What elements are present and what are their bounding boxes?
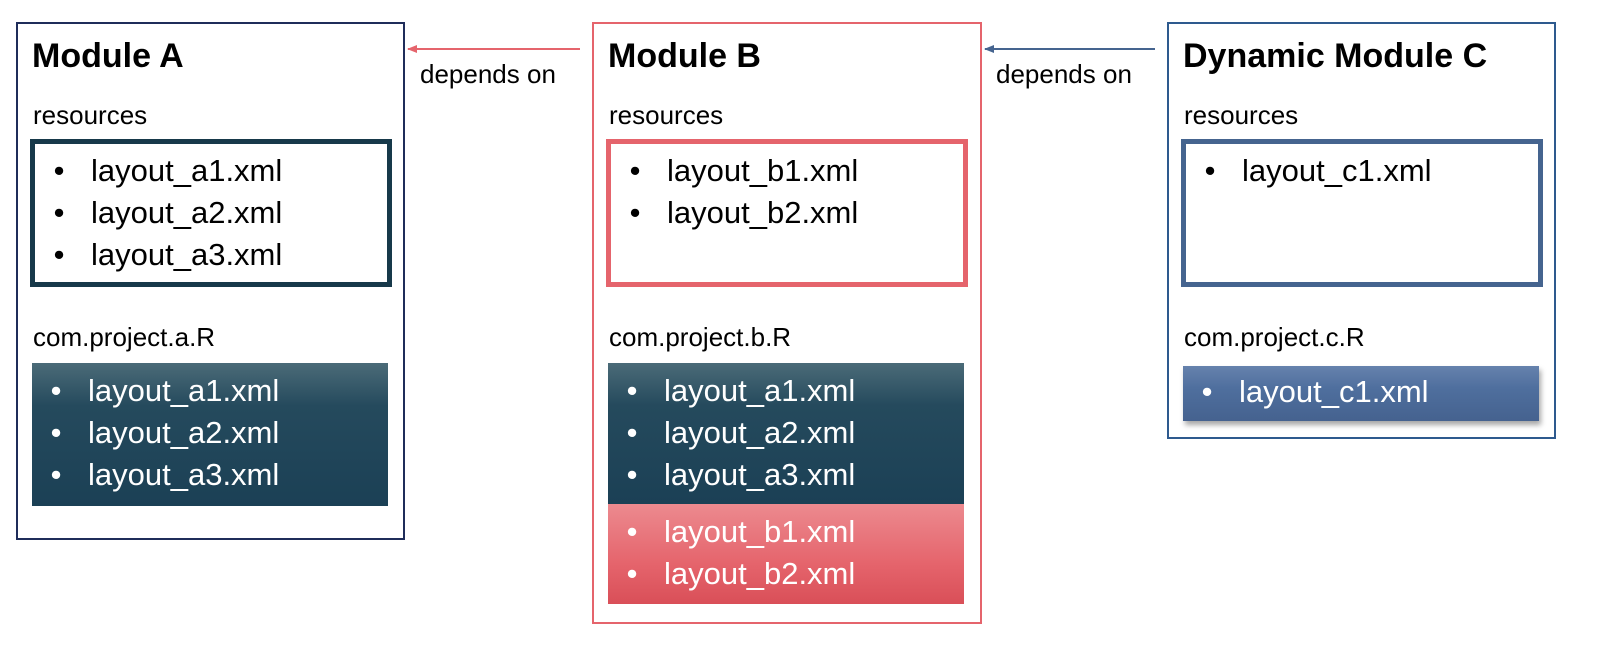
list-item-label: layout_a3.xml (88, 457, 280, 492)
bullet-icon: • (53, 195, 65, 230)
list-item: • layout_a1.xml (608, 370, 964, 412)
module-a-resources-box: • layout_a1.xml • layout_a2.xml • layout_a3.x… (30, 139, 392, 287)
list-item: • layout_b1.xml (608, 511, 964, 553)
list-item-label: layout_b1.xml (667, 153, 859, 188)
list-item: • layout_a3.xml (32, 454, 388, 496)
bullet-icon: • (1204, 153, 1216, 188)
bullet-icon: • (53, 153, 65, 188)
module-c-r-class-label: com.project.c.R (1184, 322, 1365, 352)
module-a-resources-list: • layout_a1.xml • layout_a2.xml • layout_a3.x… (35, 144, 387, 276)
list-item: • layout_a1.xml (32, 370, 388, 412)
module-b-r-own-block: • layout_b1.xml • layout_b2.xml (608, 504, 964, 604)
bullet-icon: • (50, 415, 62, 450)
bullet-icon: • (50, 457, 62, 492)
module-a-r-class-label: com.project.a.R (33, 322, 216, 352)
module-a-resources-label: resources (33, 100, 148, 130)
list-item-label: layout_c1.xml (1242, 153, 1432, 188)
bullet-icon: • (626, 556, 638, 591)
module-a-title: Module A (32, 37, 184, 75)
module-b-r-inherited-list: • layout_a1.xml • layout_a2.xml • layout_a3.x… (608, 363, 964, 496)
module-b-resources-label: resources (609, 100, 724, 130)
list-item: • layout_a2.xml (608, 412, 964, 454)
bullet-icon: • (50, 373, 62, 408)
module-b-resources-list: • layout_b1.xml • layout_b2.xml (611, 144, 963, 234)
list-item: • layout_c1.xml (1186, 150, 1538, 192)
list-item-label: layout_a3.xml (91, 237, 283, 272)
list-item: • layout_a1.xml (35, 150, 387, 192)
module-c-resources-list: • layout_c1.xml (1186, 144, 1538, 192)
list-item: • layout_b2.xml (611, 192, 963, 234)
module-a-r-list: • layout_a1.xml • layout_a2.xml • layout_a3.x… (32, 363, 388, 496)
module-b-r-own-list: • layout_b1.xml • layout_b2.xml (608, 504, 964, 595)
module-c-resources-box: • layout_c1.xml (1181, 139, 1543, 287)
bullet-icon: • (626, 373, 638, 408)
module-c-r-own-block: • layout_c1.xml (1183, 366, 1539, 421)
bullet-icon: • (53, 237, 65, 272)
module-a: Module A resources • layout_a1.xml • layout… (16, 22, 405, 540)
list-item-label: layout_a1.xml (664, 373, 856, 408)
list-item: • layout_a2.xml (35, 192, 387, 234)
bullet-icon: • (629, 153, 641, 188)
list-item: • layout_a3.xml (35, 234, 387, 276)
list-item-label: layout_c1.xml (1239, 374, 1429, 409)
module-c: Dynamic Module C resources • layout_c1.xm… (1167, 22, 1556, 439)
list-item: • layout_a2.xml (32, 412, 388, 454)
module-c-resources-label: resources (1184, 100, 1299, 130)
list-item-label: layout_a3.xml (664, 457, 856, 492)
list-item-label: layout_b1.xml (664, 514, 856, 549)
bullet-icon: • (626, 457, 638, 492)
list-item: • layout_c1.xml (1183, 371, 1539, 413)
module-c-title: Dynamic Module C (1183, 37, 1488, 75)
module-b-r-class-label: com.project.b.R (609, 322, 792, 352)
list-item-label: layout_a2.xml (664, 415, 856, 450)
bullet-icon: • (626, 415, 638, 450)
list-item-label: layout_a2.xml (91, 195, 283, 230)
bullet-icon: • (1201, 374, 1213, 409)
module-c-r-list: • layout_c1.xml (1183, 366, 1539, 413)
arrow-label-b-to-a: depends on (420, 59, 556, 89)
list-item-label: layout_a1.xml (91, 153, 283, 188)
module-b-title: Module B (608, 37, 761, 75)
module-b: Module B resources • layout_b1.xml • layout… (592, 22, 982, 624)
bullet-icon: • (629, 195, 641, 230)
bullet-icon: • (626, 514, 638, 549)
list-item-label: layout_b2.xml (667, 195, 859, 230)
list-item-label: layout_b2.xml (664, 556, 856, 591)
module-b-resources-box: • layout_b1.xml • layout_b2.xml (606, 139, 968, 287)
list-item: • layout_a3.xml (608, 454, 964, 496)
list-item: • layout_b2.xml (608, 553, 964, 595)
arrow-label-c-to-b: depends on (996, 59, 1132, 89)
list-item: • layout_b1.xml (611, 150, 963, 192)
list-item-label: layout_a2.xml (88, 415, 280, 450)
module-a-r-own-block: • layout_a1.xml • layout_a2.xml • layout_a3.x… (32, 363, 388, 506)
module-b-r-inherited-block: • layout_a1.xml • layout_a2.xml • layout_a3.x… (608, 363, 964, 504)
list-item-label: layout_a1.xml (88, 373, 280, 408)
